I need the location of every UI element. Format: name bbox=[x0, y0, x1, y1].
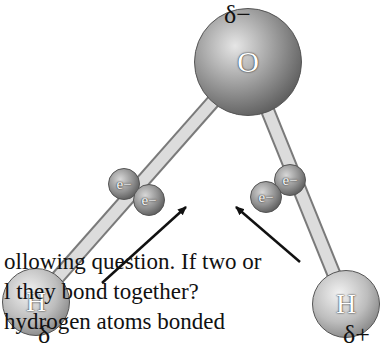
background-text: hydrogen atoms bonded bbox=[4, 310, 225, 333]
electron: e− bbox=[133, 184, 165, 216]
charge-label: δ− bbox=[224, 2, 251, 28]
atom-symbol: O bbox=[237, 47, 259, 77]
atom-symbol: e− bbox=[141, 193, 156, 208]
atom-symbol: e− bbox=[258, 190, 273, 205]
charge-label: δ bbox=[38, 322, 50, 348]
background-text: ollowing question. If two or bbox=[4, 250, 261, 273]
sphere-fill bbox=[251, 182, 282, 213]
sphere-fill bbox=[134, 185, 165, 216]
charge-label: δ+ bbox=[343, 322, 370, 348]
background-text: l they bond together? bbox=[4, 280, 199, 303]
atom-symbol: e− bbox=[282, 173, 297, 188]
electron: e− bbox=[250, 181, 282, 213]
atom-symbol: e− bbox=[116, 177, 131, 192]
atom-symbol: H bbox=[336, 290, 356, 318]
